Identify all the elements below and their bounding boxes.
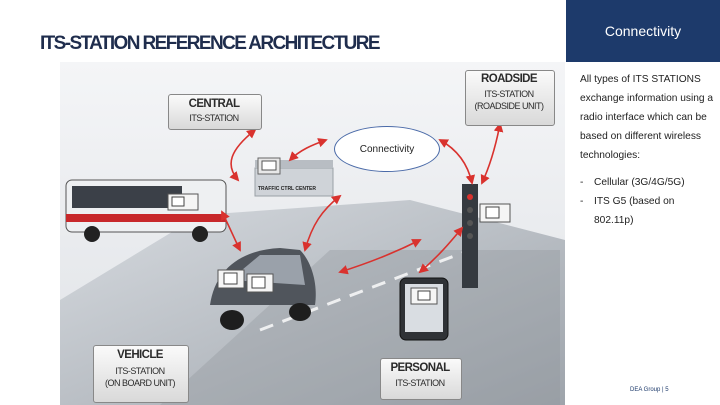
phone-illustration [399,277,449,341]
panel-description: All types of ITS STATIONS exchange infor… [580,70,715,230]
central-label-box [168,94,262,130]
personal-label-box [380,358,462,400]
traffic-center-building [254,157,334,197]
page-title: ITS-STATION REFERENCE ARCHITECTURE [40,33,381,54]
central-label: CENTRAL ITS-STATION [168,98,260,124]
footer-page-number: DEA Group | 5 [630,387,669,393]
roadside-sub1: ITS-STATION [484,89,534,99]
roadside-label: ROADSIDE ITS-STATION (ROADSIDE UNIT) [465,73,553,112]
car-illustration [210,248,316,330]
connectivity-ellipse: Connectivity [334,126,440,172]
panel-header-title: Connectivity [604,23,682,39]
connectivity-arrows [221,122,504,275]
traffic-light-illustration [462,184,511,288]
panel-description-text: All types of ITS STATIONS exchange infor… [580,74,714,161]
vehicle-sub2: (ON BOARD UNIT) [105,378,176,388]
personal-label: PERSONAL ITS-STATION [380,362,460,389]
panel-header: Connectivity [566,0,720,62]
central-main: CENTRAL [188,98,240,110]
technology-item-cellular: Cellular (3G/4G/5G) [580,173,715,192]
vehicle-main: VEHICLE [117,349,163,361]
vehicle-label-box [93,345,189,403]
technology-item-its-g5: ITS G5 (based on 802.11p) [580,192,715,230]
roadside-main: ROADSIDE [481,73,538,85]
vehicle-sub1: ITS-STATION [115,366,165,376]
bus-illustration [65,179,227,242]
technology-list: Cellular (3G/4G/5G) ITS G5 (based on 802… [580,173,715,230]
traffic-center-label: TRAFFIC CTRL CENTER [258,186,316,192]
personal-sub1: ITS-STATION [395,378,445,388]
central-sub1: ITS-STATION [189,113,239,123]
roadside-label-box [465,70,555,126]
vehicle-label: VEHICLE ITS-STATION (ON BOARD UNIT) [93,349,187,389]
roadside-sub2: (ROADSIDE UNIT) [474,101,545,111]
personal-main: PERSONAL [390,362,450,374]
